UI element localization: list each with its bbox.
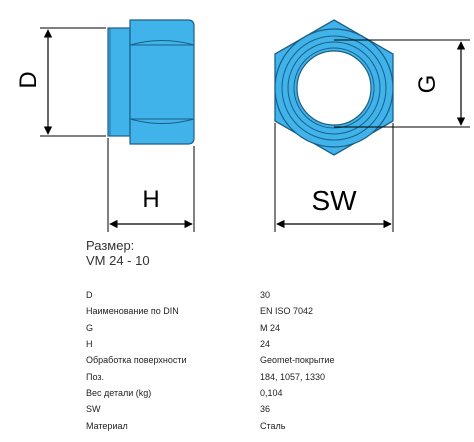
spec-key: Вес детали (kg): [86, 387, 152, 398]
spec-value: M 24: [260, 322, 281, 333]
spec-value: Geomet-покрытие: [260, 355, 335, 366]
dimension-h: H: [107, 138, 195, 232]
spec-row: SW 36: [86, 401, 466, 417]
spec-table: D 30 Наименование по DIN EN ISO 7042 G M…: [86, 287, 466, 434]
spec-row: Наименование по DIN EN ISO 7042: [86, 303, 466, 319]
spec-row: Поз. 184, 1057, 1330: [86, 368, 466, 384]
nut-side-view: [107, 19, 195, 145]
spec-value: 24: [260, 339, 271, 350]
dimension-d-label: D: [15, 71, 42, 88]
spec-key: Материал: [86, 420, 128, 431]
size-value: VM 24 - 10: [86, 253, 150, 268]
spec-key: SW: [86, 404, 101, 415]
nut-front-view: [274, 19, 394, 156]
spec-row: Обработка поверхности Geomet-покрытие: [86, 352, 466, 368]
spec-value: EN ISO 7042: [260, 306, 314, 317]
spec-value: 0,104: [260, 387, 283, 398]
spec-row: Вес детали (kg) 0,104: [86, 385, 466, 401]
nut-hex-body: [129, 19, 195, 145]
spec-key: Обработка поверхности: [86, 355, 187, 366]
spec-key: H: [86, 339, 93, 350]
spec-value: 30: [260, 290, 271, 301]
spec-key: G: [86, 322, 94, 333]
nut-dimension-drawing: D H G SW: [15, 19, 470, 232]
dimension-g-label: G: [414, 75, 441, 94]
spec-row: G M 24: [86, 320, 466, 336]
spec-row: D 30: [86, 287, 466, 303]
dimension-g: G: [334, 39, 470, 128]
dimension-sw-label: SW: [311, 185, 357, 216]
nut-bore: [296, 50, 372, 126]
spec-value: 36: [260, 404, 271, 415]
spec-key: Наименование по DIN: [86, 306, 179, 317]
size-label: Размер:: [86, 238, 135, 253]
nut-collar: [107, 27, 131, 137]
size-block: Размер: VM 24 - 10: [86, 238, 286, 268]
spec-key: Поз.: [86, 371, 104, 382]
spec-value: Сталь: [260, 420, 286, 431]
spec-key: D: [86, 290, 93, 301]
spec-value: 184, 1057, 1330: [260, 371, 326, 382]
spec-row: H 24: [86, 336, 466, 352]
spec-row: Материал Сталь: [86, 417, 466, 433]
dimension-sw: SW: [274, 123, 394, 232]
dimension-d: D: [15, 27, 106, 137]
dimension-h-label: H: [142, 186, 159, 213]
